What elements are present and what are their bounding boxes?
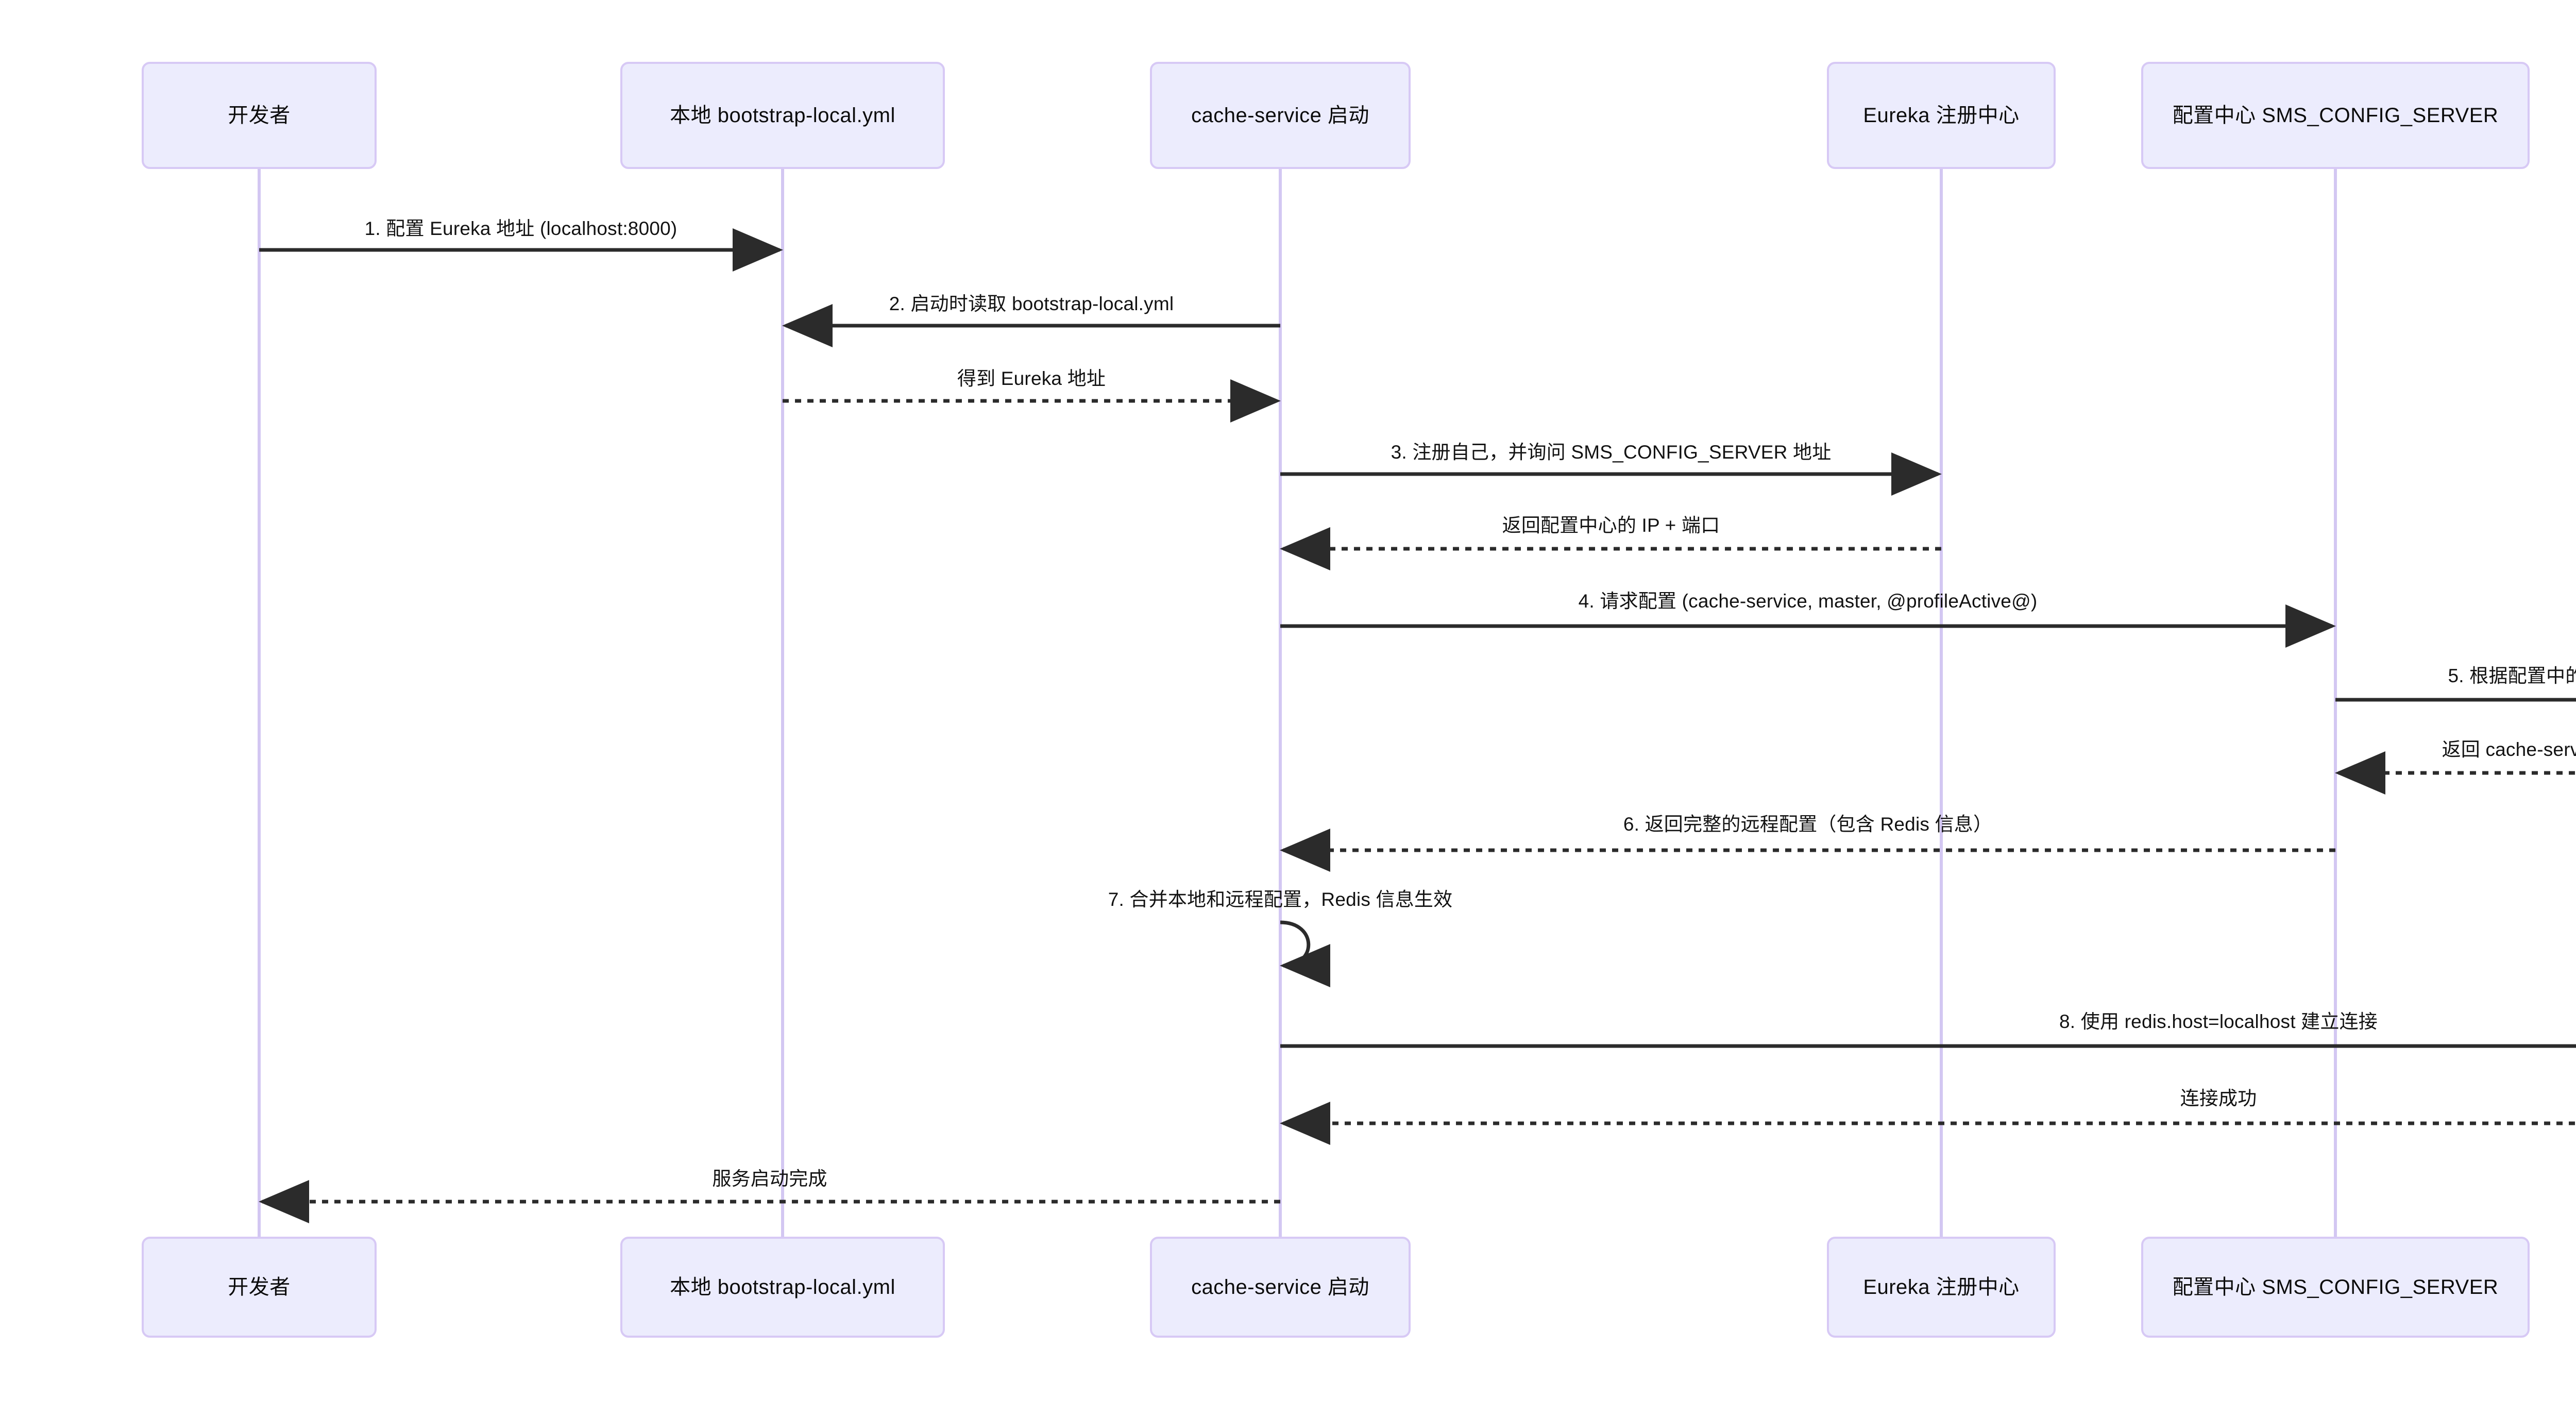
participant-label: Eureka 注册中心 <box>1863 1276 2020 1299</box>
participant-label: cache-service 启动 <box>1191 1276 1369 1299</box>
message-label-11: 8. 使用 redis.host=localhost 建立连接 <box>2059 1011 2378 1032</box>
message-label-6: 4. 请求配置 (cache-service, master, @profile… <box>1578 591 2038 612</box>
message-arrow-self-10 <box>1280 920 1331 987</box>
participant-config-header[interactable]: 配置中心 SMS_CONFIG_SERVER <box>2141 62 2530 169</box>
participant-cache-header[interactable]: cache-service 启动 <box>1150 62 1411 169</box>
participant-label: 本地 bootstrap-local.yml <box>670 104 895 127</box>
participant-label: cache-service 启动 <box>1191 104 1369 127</box>
message-label-9: 6. 返回完整的远程配置（包含 Redis 信息） <box>1623 814 1993 835</box>
message-label-8: 返回 cache-service.yml 等配置内容 <box>2442 739 2576 760</box>
participant-label: Eureka 注册中心 <box>1863 104 2020 127</box>
message-label-12: 连接成功 <box>2180 1088 2257 1109</box>
message-label-1: 1. 配置 Eureka 地址 (localhost:8000) <box>364 218 677 239</box>
message-label-4: 3. 注册自己，并询问 SMS_CONFIG_SERVER 地址 <box>1391 442 1832 463</box>
message-label-2: 2. 启动时读取 bootstrap-local.yml <box>889 293 1174 314</box>
participant-dev-header[interactable]: 开发者 <box>142 62 377 169</box>
lifelines-group <box>258 169 2337 1237</box>
message-label-7: 5. 根据配置中的 Git 地址拉取文件 <box>2448 665 2576 686</box>
participant-label: 开发者 <box>228 104 291 127</box>
message-label-3: 得到 Eureka 地址 <box>957 368 1106 389</box>
message-arrows-group <box>259 228 2576 1223</box>
message-label-10: 7. 合并本地和远程配置，Redis 信息生效 <box>1108 889 1453 910</box>
participant-dev-footer[interactable]: 开发者 <box>142 1237 377 1338</box>
participant-local-header[interactable]: 本地 bootstrap-local.yml <box>620 62 945 169</box>
participant-label: 开发者 <box>228 1276 291 1299</box>
participant-eureka-footer[interactable]: Eureka 注册中心 <box>1827 1237 2056 1338</box>
participant-eureka-header[interactable]: Eureka 注册中心 <box>1827 62 2056 169</box>
message-label-13: 服务启动完成 <box>712 1168 827 1189</box>
participant-cache-footer[interactable]: cache-service 启动 <box>1150 1237 1411 1338</box>
participant-label: 配置中心 SMS_CONFIG_SERVER <box>2172 104 2499 127</box>
message-label-5: 返回配置中心的 IP + 端口 <box>1502 515 1720 536</box>
participant-config-footer[interactable]: 配置中心 SMS_CONFIG_SERVER <box>2141 1237 2530 1338</box>
participant-local-footer[interactable]: 本地 bootstrap-local.yml <box>620 1237 945 1338</box>
participant-label: 配置中心 SMS_CONFIG_SERVER <box>2172 1276 2499 1299</box>
participant-label: 本地 bootstrap-local.yml <box>670 1276 895 1299</box>
